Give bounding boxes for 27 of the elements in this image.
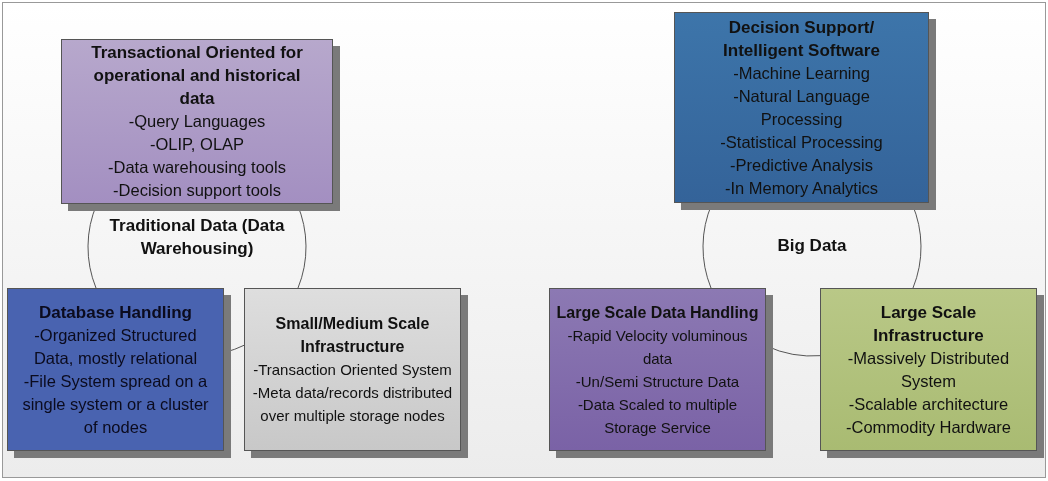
bullet-text: -Natural Language Processing	[732, 85, 871, 130]
bullet-text: -Organized Structured Data, mostly relational	[32, 324, 199, 369]
bullet-text: -Predictive Analysis	[729, 154, 874, 176]
box-heading: Database Handling	[38, 301, 192, 324]
bullet-text: -Meta data/records distributed over multiple storage nodes	[251, 383, 454, 426]
bullet-text: -Data Scaled to multiple Storage Service	[576, 394, 739, 438]
bullet-text: -OLIP, OLAP	[149, 134, 245, 155]
bullet-text: -Statistical Processing	[720, 131, 883, 153]
bullet-text: -Transaction Oriented System	[253, 360, 452, 380]
bullet-text: -File System spread on a single system or a cluster of nodes	[21, 370, 210, 438]
bullet-text: -Scalable architecture	[848, 393, 1009, 415]
bullet-text: -Massively Distributed System	[846, 347, 1011, 392]
bullet-text: -Data warehousing tools	[108, 157, 286, 178]
bullet-text: -Rapid Velocity voluminous data	[566, 325, 749, 369]
bullet-text: -Query Languages	[128, 111, 266, 132]
bullet-text: -Un/Semi Structure Data	[575, 371, 740, 392]
box-heading: Decision Support/ Intelligent Software	[722, 16, 881, 62]
bullet-text: -Machine Learning	[733, 62, 870, 84]
box-heading: Transactional Oriented for operational and historical data	[90, 42, 304, 110]
bullet-text: -In Memory Analytics	[724, 177, 879, 199]
circle-label: Big Data	[776, 235, 848, 257]
circle-label: Traditional Data (Data Warehousing)	[108, 215, 286, 260]
box-heading: Large Scale Infrastructure	[872, 301, 985, 347]
box-heading: Large Scale Data Handling	[556, 302, 759, 323]
box-heading: Small/Medium Scale Infrastructure	[274, 314, 431, 357]
bullet-text: -Decision support tools	[113, 180, 281, 201]
bullet-text: -Commodity Hardware	[845, 416, 1011, 438]
